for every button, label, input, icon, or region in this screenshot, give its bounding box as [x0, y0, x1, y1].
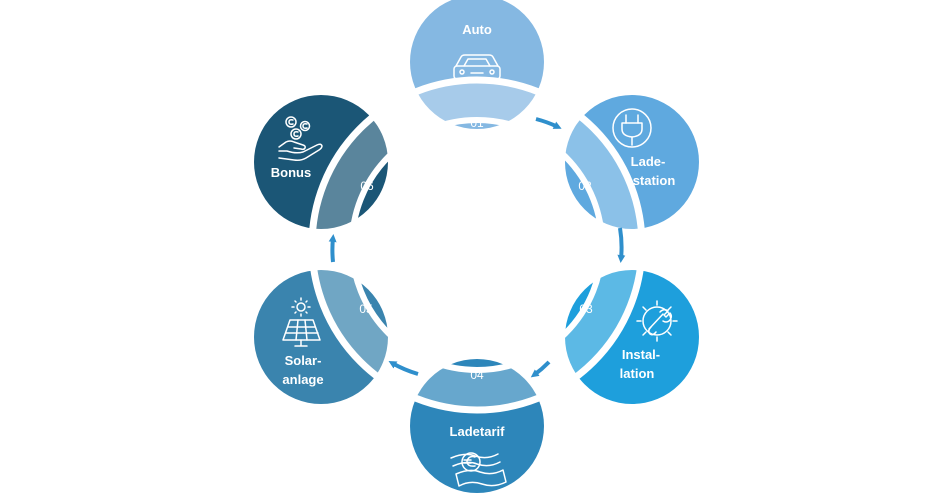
step-installation: [565, 270, 699, 404]
step-number-03: 03: [579, 302, 593, 316]
step-label-station: station: [633, 173, 676, 188]
step-label-bonus: Bonus: [271, 165, 311, 180]
arrow-04-05: [388, 361, 419, 376]
step-ladetarif: [410, 359, 544, 493]
arrow-01-02: [535, 117, 562, 129]
step-solaranlage: [254, 270, 388, 404]
step-number-06: 06: [360, 179, 374, 193]
step-label-lation: lation: [620, 366, 655, 381]
cycle-ring-inner: [349, 117, 605, 373]
coins-hand-icon: [278, 116, 323, 161]
arrow-05-06: [328, 234, 337, 263]
arrow-03-04: [530, 360, 551, 378]
solar-panel-icon: [282, 297, 321, 347]
step-bonus: [254, 95, 388, 229]
step-label-lade: Lade-: [631, 154, 666, 169]
step-number-01: 01: [470, 116, 484, 130]
cycle-arrows: [328, 117, 626, 378]
euro-banknotes-icon: [450, 452, 507, 487]
arrow-02-03: [617, 227, 626, 263]
cycle-ring-band: [312, 80, 642, 410]
cycle-ring-outer: [308, 76, 646, 414]
plug-icon: [612, 108, 652, 148]
step-number-02: 02: [578, 179, 592, 193]
step-label-solar: Solar-: [285, 353, 322, 368]
car-icon: [453, 54, 501, 84]
step-label-ladetarif: Ladetarif: [450, 424, 506, 439]
step-label-auto: Auto: [462, 22, 492, 37]
step-auto: [410, 0, 544, 129]
gear-wrench-icon: [636, 300, 678, 342]
step-number-05: 05: [359, 302, 373, 316]
step-number-04: 04: [470, 368, 484, 382]
step-label-anlage: anlage: [282, 372, 323, 387]
step-label-instal: Instal-: [622, 347, 660, 362]
